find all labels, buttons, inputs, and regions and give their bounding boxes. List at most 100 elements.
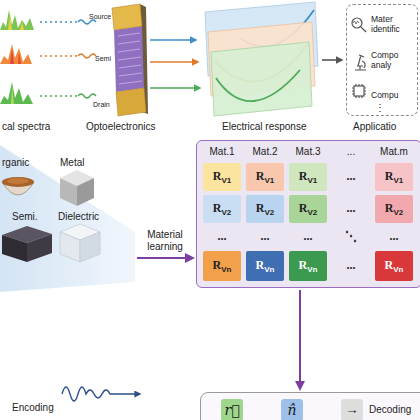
material-name: Metal (60, 157, 84, 169)
panel-heading: Decoding (369, 404, 411, 416)
application-icons (361, 27, 366, 32)
panel-heading: Applicatio (353, 121, 396, 133)
vector-symbol: → (341, 399, 363, 420)
application-icons (352, 18, 366, 98)
encoding-wave (62, 387, 140, 401)
material-icons (2, 170, 100, 262)
material-icons (27, 234, 52, 262)
cell-subscript: V2 (264, 208, 274, 217)
light-rays (40, 95, 78, 96)
application-icons (352, 18, 362, 28)
light-rays (40, 20, 96, 98)
cell-symbol: R (213, 259, 222, 273)
spectra (11, 86, 14, 104)
spectra (0, 10, 34, 104)
vector-symbol: r⃗ (221, 399, 243, 420)
column-header: ... (332, 146, 370, 158)
cell-symbol: R (256, 170, 265, 184)
cell-symbol: ... (261, 230, 270, 244)
application-icons (352, 84, 366, 98)
cell-symbol: R (256, 202, 265, 216)
stage-label: Electrical response (222, 121, 306, 133)
cell-symbol: ... (347, 259, 356, 273)
light-rays (40, 21, 78, 22)
application-item: Compu (371, 91, 398, 101)
light-rays (78, 20, 96, 24)
cell-subscript: Vn (264, 265, 274, 274)
cell-subscript: V2 (307, 208, 317, 217)
flow-arrow (299, 290, 301, 389)
matrix-cell: RV2 (203, 195, 241, 223)
edge-label: Material learning (147, 229, 183, 252)
spectra (0, 82, 33, 104)
electrode-label: Source (89, 13, 111, 21)
cell-symbol: R (385, 170, 394, 184)
application-icons (355, 55, 366, 70)
material-name: rganic (2, 157, 29, 169)
cell-symbol: R (256, 259, 265, 273)
application-icons (353, 21, 359, 24)
material-region: rganicMetalSemi.Dielectric (0, 145, 135, 290)
light-rays (78, 54, 96, 58)
matrix-cell: ... (375, 227, 413, 247)
matrix-cell: RV2 (289, 195, 327, 223)
column-header: Mat.2 (246, 146, 284, 158)
cell-symbol: R (385, 259, 394, 273)
material-icons (60, 232, 80, 262)
electrode-label: Drain (93, 101, 110, 109)
cell-symbol: R (213, 170, 222, 184)
spectra (8, 14, 24, 30)
device (114, 26, 144, 92)
matrix-cell: ... (203, 227, 241, 247)
signal-arrows (150, 61, 198, 63)
matrix-cell: ... (289, 227, 327, 247)
material-icons (80, 232, 100, 262)
cell-subscript: V1 (393, 176, 403, 185)
vector-symbol: n̂ (281, 399, 303, 420)
material-icons (7, 178, 29, 184)
matrix-cell: ... (332, 163, 370, 191)
stage-label: Optoelectronics (86, 121, 155, 133)
ellipsis: ⋮ (375, 102, 385, 114)
column-header: Mat.3 (289, 146, 327, 158)
cell-symbol: n̂ (287, 402, 296, 418)
cell-symbol: ⋱ (345, 230, 357, 244)
cell-symbol: R (213, 202, 222, 216)
cell-subscript: V1 (307, 176, 317, 185)
material-icons (2, 235, 27, 262)
response-planes (211, 42, 312, 116)
material-beam (0, 145, 135, 292)
cell-symbol: R (299, 170, 308, 184)
application-icons (354, 86, 364, 96)
device (118, 33, 142, 84)
matrix-cell: RV1 (375, 163, 413, 191)
response-planes (216, 70, 300, 101)
cell-symbol: ... (347, 202, 356, 216)
cell-symbol: R (299, 202, 308, 216)
matrix-cell: RV2 (375, 195, 413, 223)
cell-symbol: → (346, 403, 359, 418)
spectra (10, 48, 21, 64)
matrix-cell: ... (332, 195, 370, 223)
cell-symbol: ... (218, 230, 227, 244)
cell-symbol: R (385, 202, 394, 216)
signal-arrows (150, 87, 200, 89)
matrix-cell: ... (246, 227, 284, 247)
cell-symbol: ... (304, 230, 313, 244)
layer-label: Semi (95, 55, 111, 63)
material-name: Semi. (12, 211, 38, 223)
cell-subscript: Vn (393, 265, 403, 274)
matrix-cell: RV1 (246, 163, 284, 191)
response-matrix: Mat.1Mat.2Mat.3...Mat.mRV1RV1RV1...RV1RV… (196, 140, 420, 288)
light-rays (40, 55, 78, 56)
application-item: Mater identific (371, 15, 400, 35)
material-icons (60, 178, 77, 206)
signal-arrows (150, 39, 196, 41)
matrix-cell: RV1 (203, 163, 241, 191)
device (112, 4, 148, 116)
column-header: Mat.1 (203, 146, 241, 158)
cell-subscript: Vn (221, 265, 231, 274)
output-arrow (322, 59, 342, 61)
cell-subscript: Vn (307, 265, 317, 274)
